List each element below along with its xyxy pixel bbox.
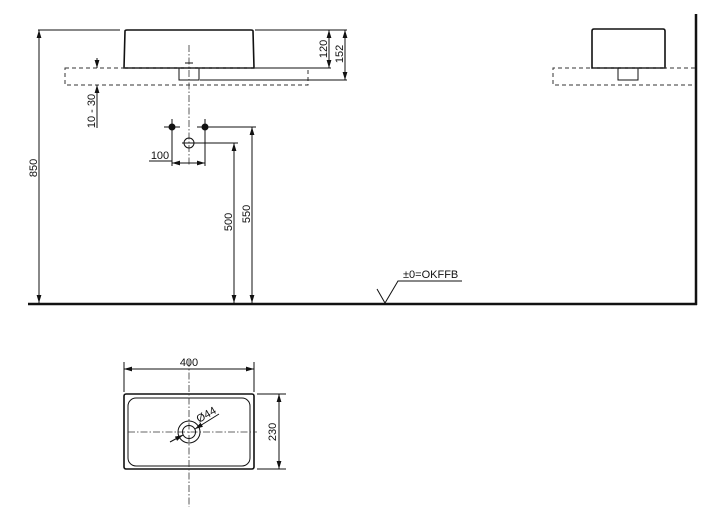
dim-550-label: 550	[241, 205, 253, 223]
floor-reference-label: ±0=OKFFB	[403, 269, 458, 281]
basin-front	[123, 29, 255, 69]
dim-500-label: 500	[223, 213, 235, 231]
dim-counter-thickness-label: 10 - 30	[86, 94, 98, 128]
top-view: Ø44 400 230	[123, 357, 286, 507]
dim-152-label: 152	[334, 45, 346, 63]
dim-400-label: 400	[180, 357, 198, 369]
dim-230-label: 230	[267, 423, 279, 441]
dim-diameter-label: Ø44	[195, 405, 219, 426]
side-view	[552, 28, 695, 86]
dim-850-label: 850	[28, 159, 40, 177]
floor-reference-symbol	[376, 280, 462, 304]
dim-120-label: 120	[318, 40, 330, 58]
dim-100-label: 100	[151, 150, 169, 162]
drain-top	[177, 420, 201, 444]
countertop-dashed	[64, 67, 309, 86]
front-view	[64, 29, 309, 165]
